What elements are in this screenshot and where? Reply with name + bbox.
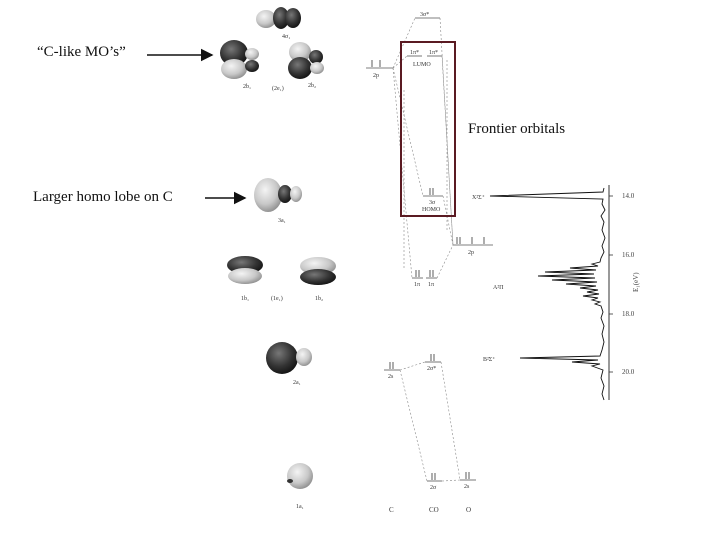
pes-state-b: B²Σ⁺ xyxy=(483,356,495,363)
label-3a1: 3a₁ xyxy=(278,218,286,224)
label-1b1: 1b₁ xyxy=(241,296,249,302)
orbital-1b1-picture xyxy=(227,256,263,284)
mo-2sigma: 2σ xyxy=(430,485,437,491)
pes-spectrum: 14.0 16.0 18.0 20.0 E₁(eV) X²Σ⁺ A²Π B²Σ⁺ xyxy=(472,185,640,401)
orbital-1a1-picture xyxy=(287,463,313,489)
mo-o-2s: 2s xyxy=(464,484,470,490)
mo-col-o: O xyxy=(466,506,471,514)
label-1e1: (1e₁) xyxy=(271,295,283,302)
label-2b2: 2b₂ xyxy=(308,83,316,89)
electron-arrows xyxy=(371,60,485,480)
orbital-1b2-picture xyxy=(300,257,336,285)
c-like-mos-label: “C-like MO’s” xyxy=(37,44,126,60)
mo-col-co: CO xyxy=(429,506,439,514)
label-2e1: (2e₁) xyxy=(272,85,284,92)
mo-level-lines xyxy=(366,17,493,482)
mo-1pi-star-a: 1π* xyxy=(410,50,419,56)
mo-c-2p: 2p xyxy=(373,73,379,79)
label-1a1: 1a₁ xyxy=(296,504,304,510)
pes-tick-18: 18.0 xyxy=(622,310,635,318)
mo-3sigma: 3σ xyxy=(429,200,436,206)
frontier-orbitals-box xyxy=(400,41,456,217)
mo-1pi-a: 1π xyxy=(414,282,420,288)
mo-1pi-b: 1π xyxy=(428,282,434,288)
mo-2sigma-star: 2σ* xyxy=(427,366,436,372)
orbital-2b2-picture xyxy=(288,42,324,79)
pes-state-a: A²Π xyxy=(493,285,504,291)
mo-o-2p: 2p xyxy=(468,250,474,256)
label-4sigma: 4σ₁ xyxy=(282,34,290,40)
correlation-lines xyxy=(392,17,461,482)
mo-3sigma-star: 3σ* xyxy=(420,12,429,18)
orbital-3a1-picture xyxy=(254,178,302,212)
mo-1pi-star-b: 1π* xyxy=(429,50,438,56)
pes-state-x: X²Σ⁺ xyxy=(472,194,485,201)
homo-lobe-label: Larger homo lobe on C xyxy=(33,189,173,205)
label-2a1: 2a₁ xyxy=(293,380,301,386)
label-1b2: 1b₂ xyxy=(315,296,323,302)
orbital-2a1-picture xyxy=(266,342,312,374)
pes-axis-label: E₁(eV) xyxy=(632,272,640,292)
pes-tick-16: 16.0 xyxy=(622,251,635,259)
mo-homo-label: HOMO xyxy=(422,207,441,213)
pes-tick-20: 20.0 xyxy=(622,368,635,376)
frontier-orbitals-label: Frontier orbitals xyxy=(468,121,566,137)
label-2b1: 2b₁ xyxy=(243,84,251,90)
orbital-4sigma-picture xyxy=(256,7,301,29)
pes-tick-14: 14.0 xyxy=(622,192,635,200)
orbital-2b1-picture xyxy=(220,40,259,79)
mo-c-2s: 2s xyxy=(388,374,394,380)
mo-lumo-label: LUMO xyxy=(413,62,431,68)
mo-col-c: C xyxy=(389,506,394,514)
